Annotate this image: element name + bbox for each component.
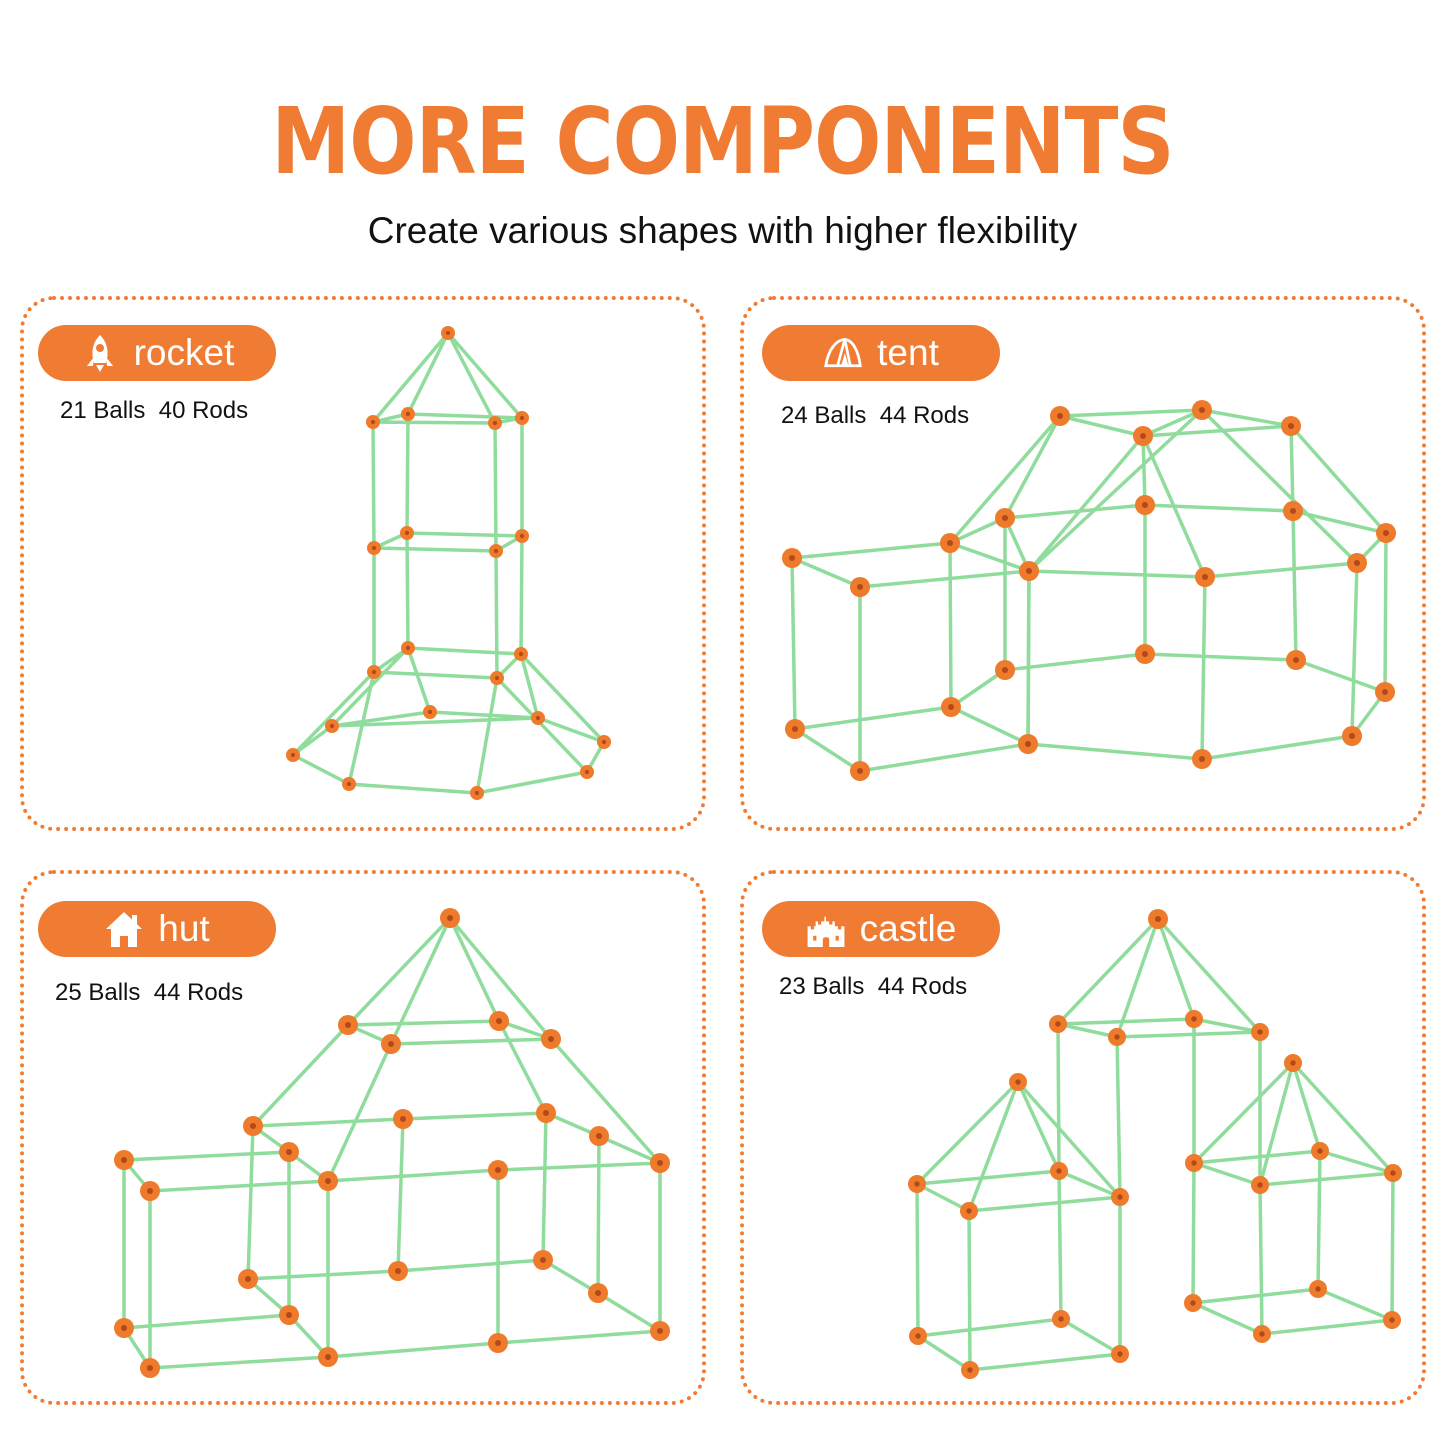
card-rocket <box>20 296 706 831</box>
counts-tent: 24 Balls 44 Rods <box>781 402 970 429</box>
house-icon <box>104 909 144 949</box>
label-rocket: rocket <box>38 325 276 381</box>
label-rocket-text: rocket <box>133 332 235 373</box>
label-hut: hut <box>38 901 276 957</box>
counts-hut: 25 Balls 44 Rods <box>55 979 244 1006</box>
castle-icon <box>806 909 846 949</box>
rocket-icon <box>80 333 120 373</box>
page-subtitle: Create various shapes with higher flexib… <box>367 210 1078 251</box>
counts-rocket: 21 Balls 40 Rods <box>60 397 249 424</box>
page-title: MORE COMPONENTS <box>271 88 1174 195</box>
tent-icon <box>823 333 863 373</box>
card-castle <box>740 870 1426 1405</box>
label-castle: castle <box>762 901 1000 957</box>
label-tent: tent <box>762 325 1000 381</box>
card-tent <box>740 296 1426 831</box>
label-castle-text: castle <box>859 908 957 949</box>
card-hut <box>20 870 706 1405</box>
label-tent-text: tent <box>877 332 939 373</box>
counts-castle: 23 Balls 44 Rods <box>779 973 968 1000</box>
label-hut-text: hut <box>158 908 210 949</box>
